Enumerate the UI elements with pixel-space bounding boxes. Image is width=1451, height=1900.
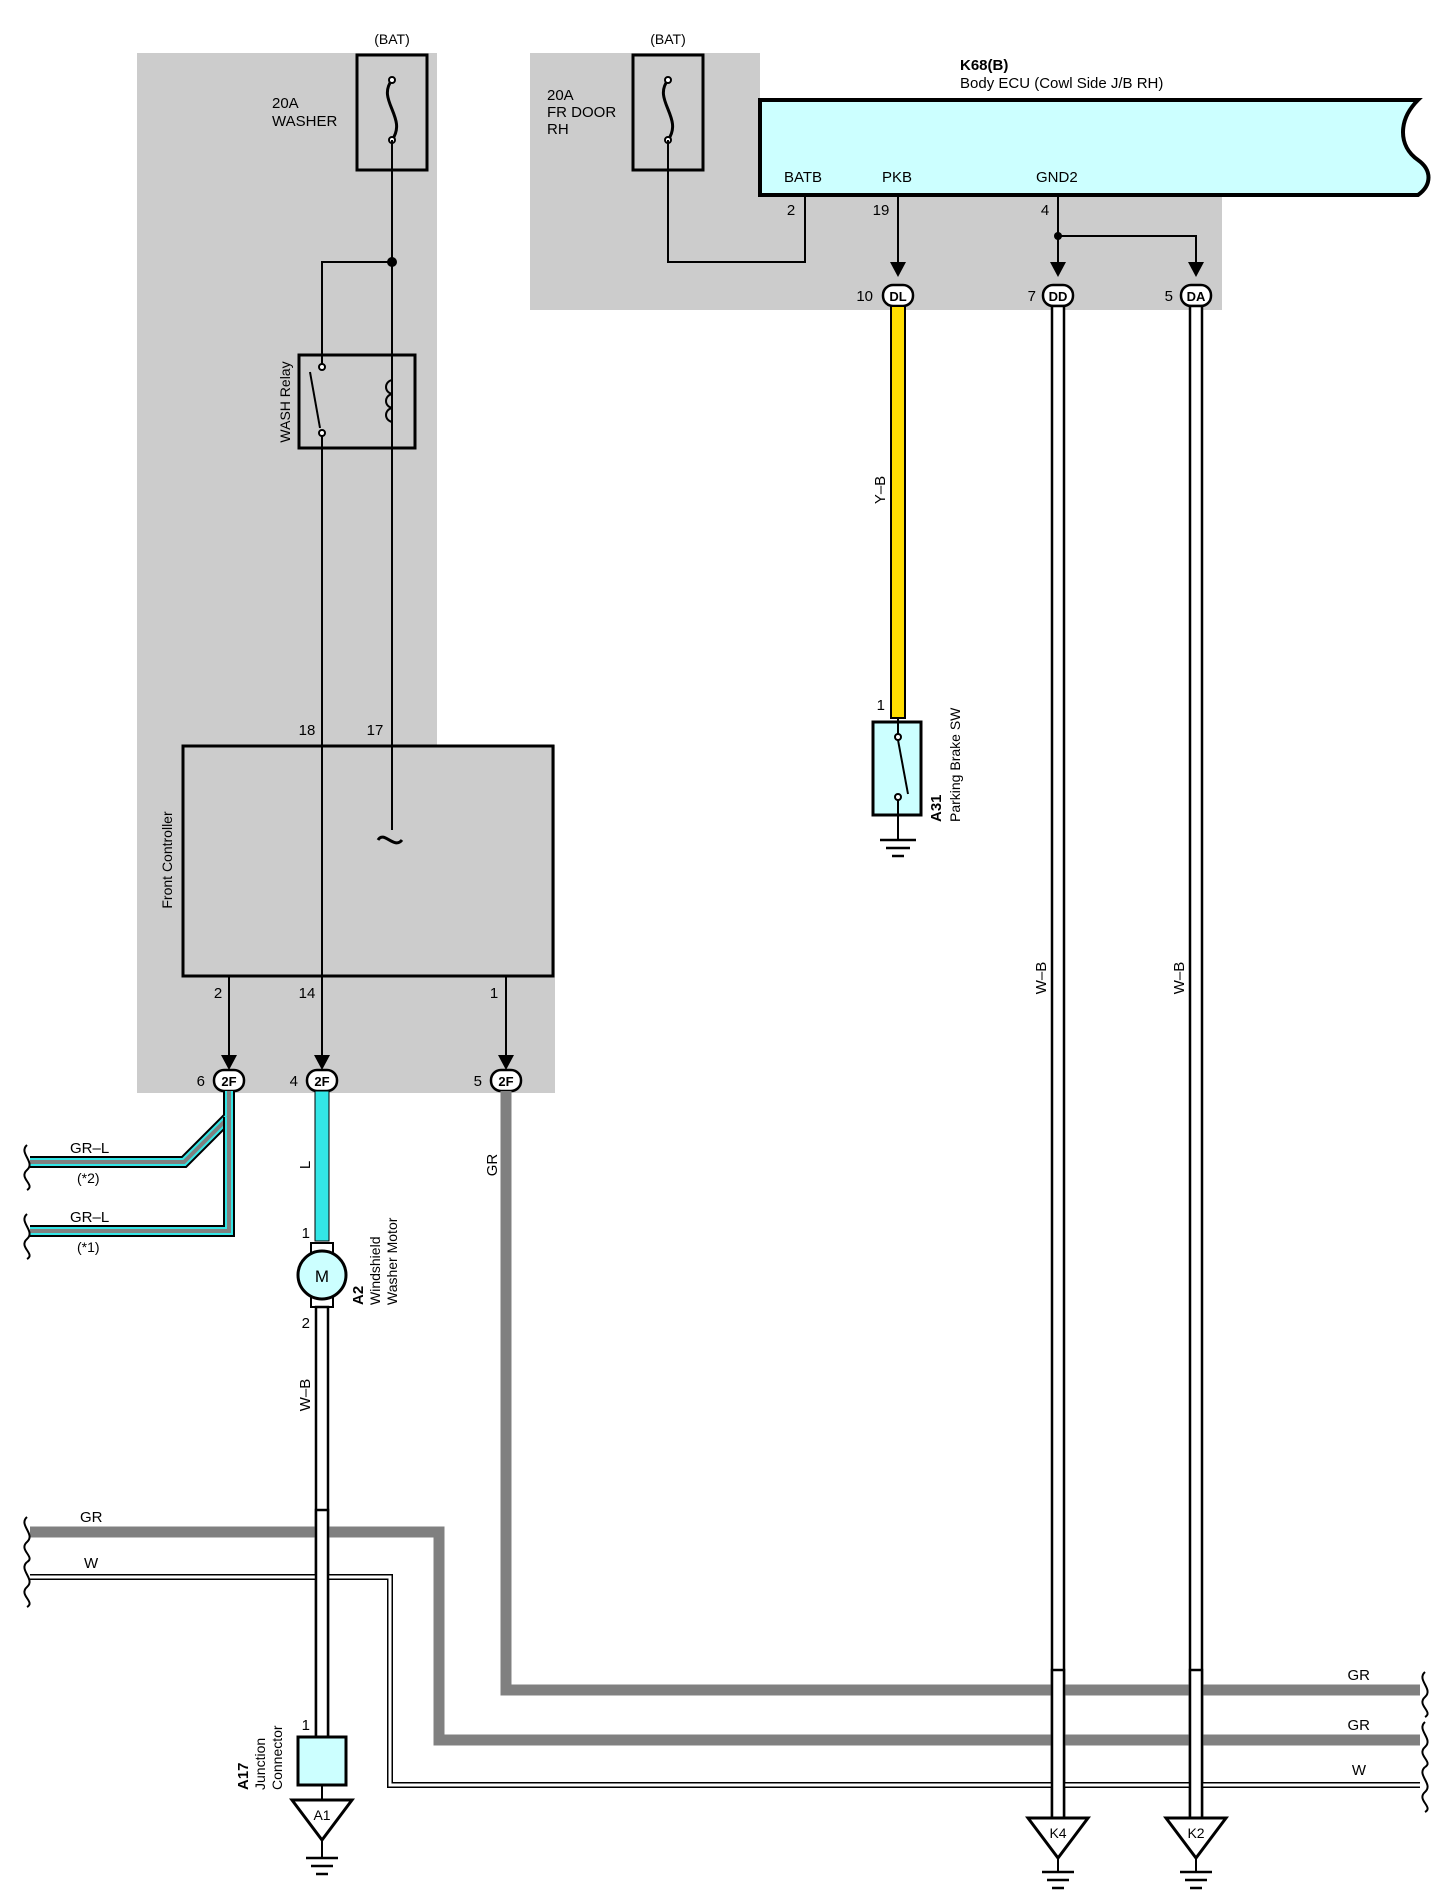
ground-icon-k2 — [1163, 1816, 1229, 1890]
ecu-pin-pkb-name: PKB — [882, 169, 912, 186]
ground-icon-parking — [880, 838, 916, 858]
washer-motor-pin-top: 1 — [302, 1225, 310, 1242]
wire-gr-label: GR — [484, 1154, 501, 1177]
bus-w — [30, 1574, 1420, 1788]
ecu-pin-batb-name: BATB — [784, 169, 822, 186]
arrow-fc-2 — [221, 1055, 237, 1070]
wire-grl-1-label: GR–L — [70, 1140, 109, 1157]
shaded-area-washer — [137, 53, 555, 1093]
bus-w-left-label: W — [84, 1555, 99, 1572]
fc-top-pin-17: 17 — [367, 722, 384, 739]
wire-wb-da — [1188, 304, 1204, 1820]
connector-2f-5-code: 2F — [498, 1074, 513, 1089]
ecu-pin-batb-num: 2 — [787, 202, 795, 219]
washer-motor-symbol: M — [315, 1267, 329, 1286]
ground-icon-k4 — [1025, 1816, 1091, 1890]
washer-motor-name2: Washer Motor — [384, 1217, 400, 1305]
wire-yb — [890, 305, 906, 719]
junction-code: A17 — [235, 1762, 252, 1790]
arrow-gnd2-dd — [1050, 262, 1066, 277]
bat-label-left: (BAT) — [374, 31, 410, 47]
washer-motor-name1: Windshield — [367, 1237, 383, 1305]
fuse-frdoor-line2: RH — [547, 121, 569, 138]
fuse-washer-amp: 20A — [272, 95, 299, 112]
fuse-washer-icon — [385, 79, 399, 141]
junction-pin: 1 — [302, 1717, 310, 1734]
ground-icon-a1 — [289, 1798, 355, 1876]
junction-connector-box — [296, 1735, 348, 1787]
fc-waveform-icon — [376, 835, 404, 845]
wire-l — [314, 1090, 330, 1242]
wire-grl — [30, 1091, 235, 1237]
wire-grl-2-note: (*1) — [77, 1239, 100, 1255]
parking-brake-pin: 1 — [877, 697, 885, 714]
bus-gr-left-label: GR — [80, 1509, 103, 1526]
fc-bottom-pin-14: 14 — [299, 985, 316, 1002]
wire-grl-1-note: (*2) — [77, 1170, 100, 1186]
front-controller-label: Front Controller — [159, 811, 175, 909]
wire-wb-dd — [1050, 304, 1066, 1820]
ground-k2-label: K2 — [1187, 1825, 1204, 1841]
wire-wb-left-label: W–B — [297, 1379, 314, 1412]
connector-2f-4-pin: 4 — [290, 1073, 298, 1090]
parking-brake-code: A31 — [928, 794, 945, 822]
ground-k4-label: K4 — [1049, 1825, 1066, 1841]
fuse-frdoor-line1: FR DOOR — [547, 104, 616, 121]
fuse-frdoor-icon — [661, 79, 675, 141]
connector-da-pin: 5 — [1165, 288, 1173, 305]
fc-bottom-pin-2: 2 — [214, 985, 222, 1002]
washer-motor-pin-bottom: 2 — [302, 1315, 310, 1332]
washer-motor-icon — [296, 1249, 348, 1301]
ecu-pin-gnd2-name: GND2 — [1036, 169, 1078, 186]
arrow-gnd2-da — [1188, 262, 1204, 277]
wire-wb-mid-label: W–B — [1033, 962, 1050, 995]
bus-gr-right1-label: GR — [1348, 1667, 1371, 1684]
junction-name2: Connector — [269, 1725, 285, 1790]
arrow-fc-14 — [314, 1055, 330, 1070]
front-controller-box — [181, 744, 555, 978]
arrow-fc-1 — [498, 1055, 514, 1070]
bat-label-right: (BAT) — [650, 31, 686, 47]
junction-name1: Junction — [252, 1738, 268, 1790]
relay-coil-icon — [385, 379, 393, 423]
bus-w-right-label: W — [1352, 1762, 1367, 1779]
fuse-washer-name: WASHER — [272, 113, 337, 130]
washer-motor-code: A2 — [350, 1286, 367, 1305]
wash-relay-label: WASH Relay — [277, 361, 293, 442]
body-ecu-box — [758, 98, 1431, 197]
connector-2f-5-pin: 5 — [474, 1073, 482, 1090]
wire-wb-right-label: W–B — [1171, 962, 1188, 995]
ecu-name: Body ECU (Cowl Side J/B RH) — [960, 75, 1163, 92]
fc-top-pin-18: 18 — [299, 722, 316, 739]
connector-da-code: DA — [1187, 289, 1206, 304]
wire-yb-label: Y–B — [872, 476, 889, 504]
wire-grl-2-label: GR–L — [70, 1209, 109, 1226]
wire-l-label: L — [297, 1161, 314, 1169]
wire-gr — [500, 1091, 1420, 1696]
parking-brake-name: Parking Brake SW — [947, 707, 963, 822]
ground-a1-label: A1 — [313, 1807, 330, 1823]
bus-gr — [30, 1526, 1420, 1746]
fc-bottom-pin-1: 1 — [490, 985, 498, 1002]
connector-dd-code: DD — [1049, 289, 1068, 304]
bus-gr-right2-label: GR — [1348, 1717, 1371, 1734]
connector-2f-6-pin: 6 — [197, 1073, 205, 1090]
connector-dd-pin: 7 — [1028, 288, 1036, 305]
connector-dl-code: DL — [889, 289, 906, 304]
ecu-pin-pkb-num: 19 — [873, 202, 890, 219]
arrow-pkb — [890, 262, 906, 277]
connector-2f-6-code: 2F — [221, 1074, 236, 1089]
ecu-code: K68(B) — [960, 57, 1008, 74]
ecu-pin-gnd2-num: 4 — [1041, 202, 1049, 219]
wire-batb — [667, 140, 806, 263]
connector-2f-4-code: 2F — [314, 1074, 329, 1089]
connector-dl-pin: 10 — [856, 288, 873, 305]
wash-relay-box — [297, 353, 417, 450]
fuse-frdoor-amp: 20A — [547, 87, 574, 104]
